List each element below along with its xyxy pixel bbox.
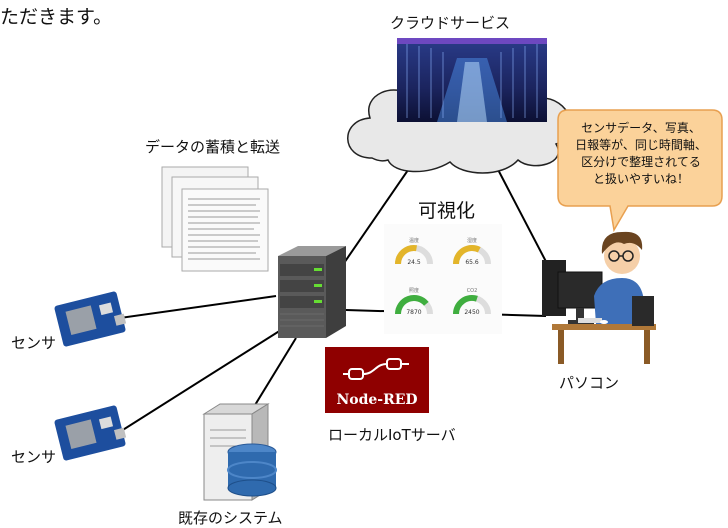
- gauge-value: 7870: [406, 309, 421, 316]
- sensor-label-2: センサ: [11, 448, 57, 466]
- line-server-sensor-1: [119, 295, 277, 319]
- node-red-logo: Node-RED: [325, 347, 429, 413]
- gauge-fill: [453, 245, 481, 265]
- gauge-label: CO2: [467, 288, 478, 294]
- server-label: ローカルIoTサーバ: [328, 426, 456, 444]
- gauge-fill: [395, 245, 417, 265]
- gauge-fill: [453, 295, 478, 315]
- visualization-title: 可視化: [418, 200, 476, 222]
- bubble-line-1: センサデータ、写真、: [581, 121, 701, 135]
- speech-bubble-text: センサデータ、写真、 日報等が、同じ時間軸、 区分けで整理されてる と扱いやすい…: [565, 120, 717, 188]
- gauge-value: 2450: [464, 309, 479, 316]
- log-documents-icon: [161, 166, 269, 272]
- sensor-label-1: センサ: [11, 334, 57, 352]
- node-red-logo-text: Node-RED: [336, 392, 418, 408]
- bubble-line-4: と扱いやすいね！: [592, 172, 689, 186]
- data-transfer-label: データの蓄積と転送: [145, 138, 281, 156]
- datacenter-photo: [397, 38, 547, 122]
- gauge-value: 24.5: [407, 259, 421, 266]
- gauge-fill: [395, 295, 429, 315]
- line-server-sensor-2: [109, 317, 301, 439]
- dashboard-panel: 温度 24.5 湿度 65.6 照度 7870 CO2 2450: [384, 224, 502, 334]
- gauge-grid: 温度 24.5 湿度 65.6 照度 7870 CO2 2450: [395, 237, 491, 316]
- cloud-label: クラウドサービス: [390, 14, 511, 32]
- server-icon: [278, 246, 346, 338]
- existing-system-icon: [202, 403, 277, 501]
- bubble-line-3: 区分けで整理されてる: [581, 155, 701, 169]
- gauge-value: 65.6: [465, 259, 479, 266]
- gauge-label: 照度: [409, 287, 419, 294]
- speech-bubble: [557, 109, 723, 232]
- header-fragment: ただきます。: [0, 6, 113, 28]
- node-red-flow-icon: [343, 358, 409, 380]
- sensor-board-icon-2: [54, 405, 127, 461]
- line-server-existing: [251, 337, 297, 411]
- existing-system-label: 既存のシステム: [178, 509, 283, 527]
- gauge-label: 湿度: [467, 237, 477, 244]
- sensor-board-icon-1: [54, 291, 127, 347]
- pc-user-illustration: [542, 231, 656, 364]
- bubble-line-2: 日報等が、同じ時間軸、: [575, 138, 707, 152]
- pc-label: パソコン: [559, 374, 620, 392]
- gauge-label: 温度: [409, 237, 419, 244]
